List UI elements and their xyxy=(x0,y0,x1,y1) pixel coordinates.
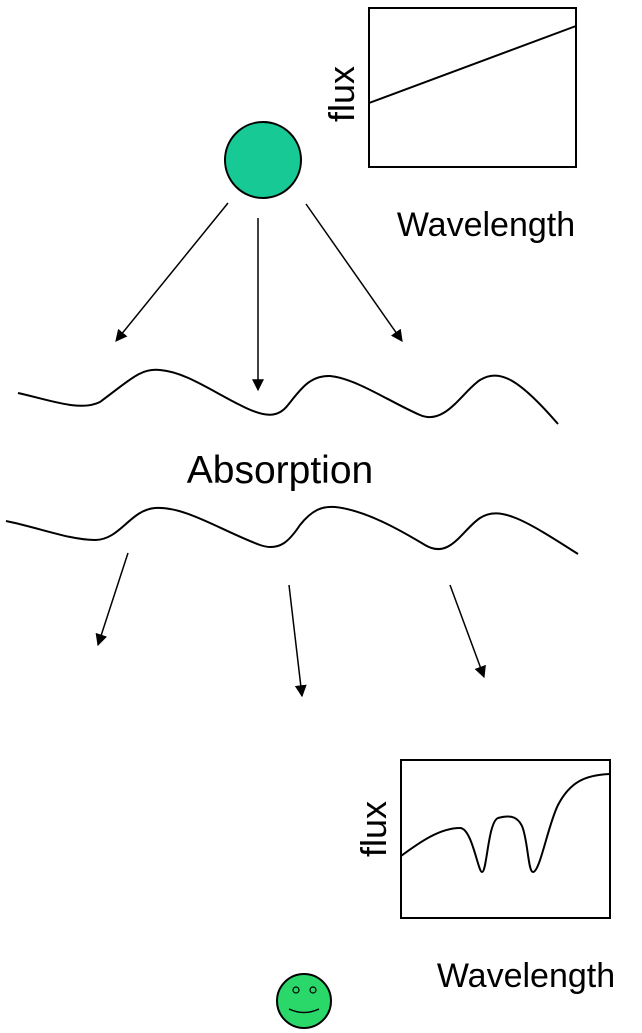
top-plot-xlabel: Wavelength xyxy=(397,206,575,244)
observer-right-eye xyxy=(309,986,317,994)
top-spectrum-plot: flux Wavelength xyxy=(321,7,577,244)
bottom-plot-absorption-line xyxy=(400,773,611,874)
transmitted-arrow-center xyxy=(288,584,307,698)
transmitted-arrow-left xyxy=(95,552,129,647)
transmitted-arrows xyxy=(95,552,486,698)
top-plot-frame xyxy=(368,7,577,168)
emission-arrow-left xyxy=(115,202,229,342)
bottom-spectrum-plot: flux Wavelength xyxy=(353,759,615,995)
emission-arrows xyxy=(115,202,403,392)
lower-absorption-wave xyxy=(5,505,579,555)
top-plot-continuum-line xyxy=(368,25,577,104)
observer-face xyxy=(276,973,332,1029)
transmitted-arrow-right xyxy=(449,584,486,679)
star-circle xyxy=(224,121,302,199)
bottom-plot-frame xyxy=(400,759,611,919)
observer-smile xyxy=(288,1008,320,1014)
bottom-plot-xlabel: Wavelength xyxy=(437,957,615,995)
emission-arrow-right xyxy=(305,203,403,342)
observer-smiley xyxy=(276,973,332,1029)
absorption-label: Absorption xyxy=(187,449,373,492)
upper-absorption-wave xyxy=(17,368,559,425)
bottom-plot-ylabel: flux xyxy=(353,801,394,857)
observer-left-eye xyxy=(292,986,300,994)
top-plot-ylabel: flux xyxy=(321,66,362,122)
